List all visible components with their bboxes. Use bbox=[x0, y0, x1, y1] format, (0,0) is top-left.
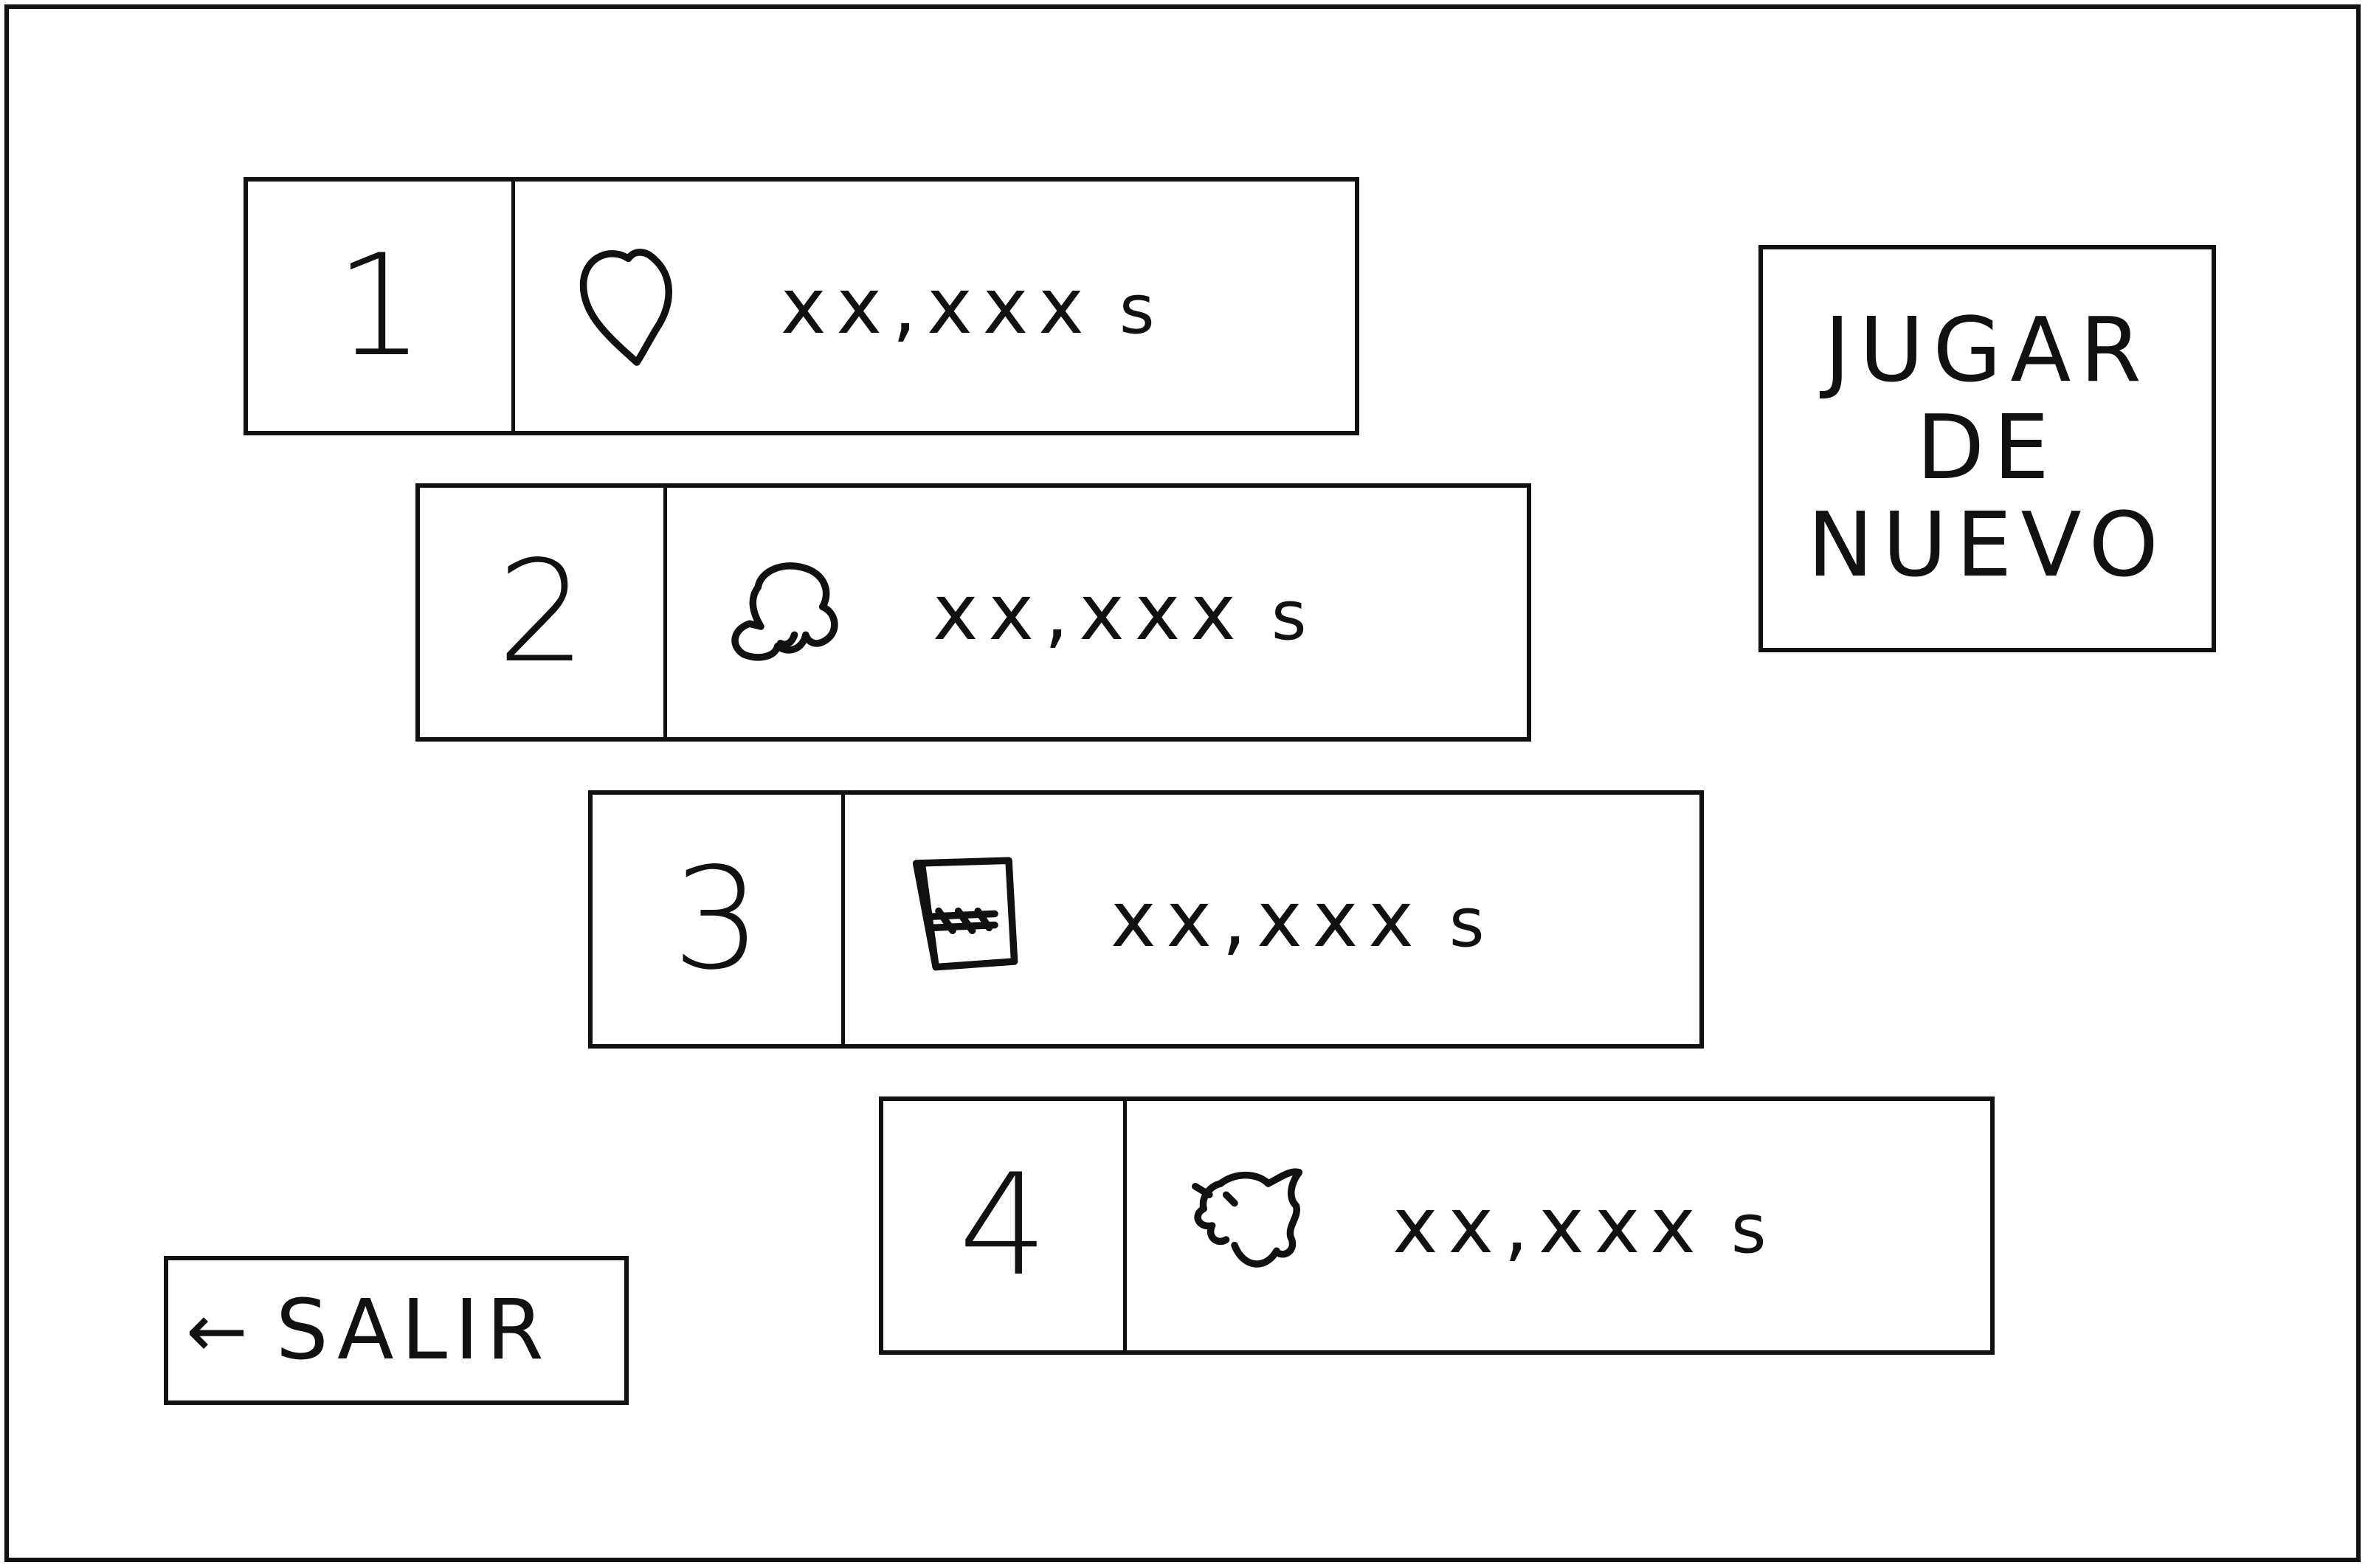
play-again-button[interactable]: JUGAR DE NUEVO bbox=[1758, 245, 2216, 652]
leaderboard-row: 3 xx,xxx s bbox=[588, 790, 1704, 1049]
leaderboard-row: 2 xx,xxx s bbox=[415, 483, 1531, 742]
rank-number: 3 bbox=[593, 795, 845, 1044]
time-value: xx,xxx s bbox=[781, 261, 1155, 351]
time-unit: s bbox=[1119, 270, 1155, 349]
time-value: xx,xxx s bbox=[933, 567, 1307, 657]
arrow-left-icon: ← bbox=[186, 1287, 248, 1374]
time-unit: s bbox=[1271, 576, 1307, 655]
leaderboard-entry: xx,xxx s bbox=[845, 795, 1699, 1044]
leaderboard-row: 1 xx,xxx s bbox=[244, 177, 1359, 435]
exit-label: SALIR bbox=[275, 1282, 551, 1378]
play-again-label-line-2: DE bbox=[1916, 397, 2059, 500]
leaderboard-entry: xx,xxx s bbox=[515, 182, 1355, 431]
rank-number: 4 bbox=[883, 1101, 1127, 1350]
rank-number: 1 bbox=[248, 182, 515, 431]
time-number: xx,xxx bbox=[781, 261, 1094, 351]
screen-frame bbox=[4, 4, 2361, 1562]
leaderboard-entry: xx,xxx s bbox=[1127, 1101, 1990, 1350]
time-unit: s bbox=[1730, 1189, 1767, 1268]
creature-icon bbox=[1178, 1156, 1319, 1296]
box-icon bbox=[897, 849, 1037, 990]
cloud-icon bbox=[719, 542, 859, 683]
exit-button[interactable]: ← SALIR bbox=[164, 1256, 629, 1405]
leaderboard-row: 4 xx,xxx s bbox=[879, 1096, 1995, 1355]
time-value: xx,xxx s bbox=[1111, 874, 1485, 964]
time-value: xx,xxx s bbox=[1392, 1181, 1767, 1271]
rank-number: 2 bbox=[420, 488, 667, 737]
heart-icon bbox=[567, 236, 707, 376]
leaderboard-entry: xx,xxx s bbox=[667, 488, 1527, 737]
play-again-label-line-3: NUEVO bbox=[1807, 494, 2167, 597]
time-number: xx,xxx bbox=[933, 567, 1246, 657]
time-number: xx,xxx bbox=[1392, 1181, 1706, 1271]
play-again-label-line-1: JUGAR bbox=[1824, 300, 2150, 402]
time-unit: s bbox=[1449, 883, 1485, 962]
time-number: xx,xxx bbox=[1111, 874, 1424, 964]
